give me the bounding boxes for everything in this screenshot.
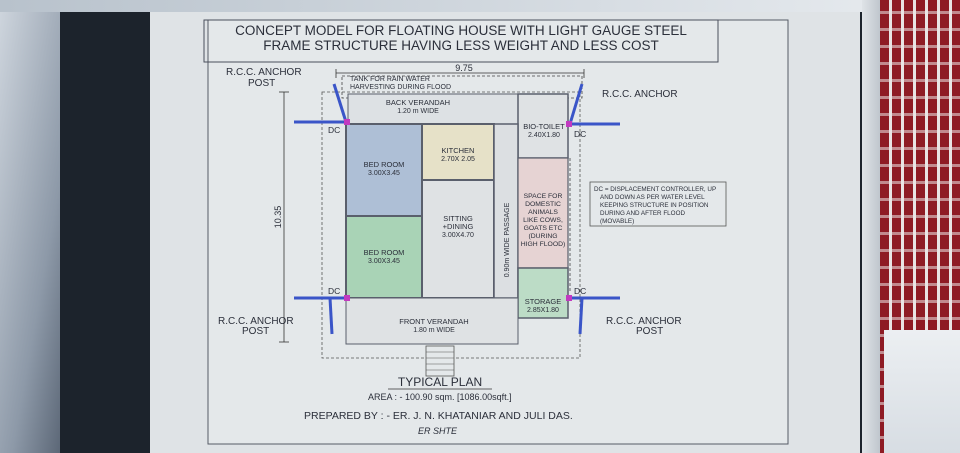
background-paper bbox=[884, 330, 960, 453]
dc-label-top-left: DC bbox=[328, 125, 340, 135]
dc-label-top-right: DC bbox=[574, 129, 586, 139]
signature: ER SHTE bbox=[418, 426, 458, 436]
back-verandah-size: 1.20 m WIDE bbox=[397, 108, 439, 115]
prepared-by: PREPARED BY : - ER. J. N. KHATANIAR AND … bbox=[304, 410, 573, 422]
passage bbox=[493, 123, 519, 299]
drawing-sheet: CONCEPT MODEL FOR FLOATING HOUSE WITH LI… bbox=[150, 12, 860, 453]
area-text: AREA : - 100.90 sqm. [1086.00sqft.] bbox=[368, 392, 512, 402]
sitting-dining bbox=[421, 179, 495, 299]
anchor-label-top-right: R.C.C. ANCHOR bbox=[602, 89, 678, 100]
front-verandah-size: 1.80 m WIDE bbox=[413, 327, 455, 334]
monitor-top-strip bbox=[0, 0, 900, 12]
dc-note-line-2: AND DOWN AS PER WATER LEVEL bbox=[600, 194, 705, 201]
storage-label: STORAGE bbox=[525, 297, 562, 306]
front-verandah bbox=[345, 297, 519, 345]
anchor-post-top-right bbox=[566, 83, 620, 127]
animals-line-2: DOMESTIC bbox=[525, 201, 561, 208]
sitting-label: SITTING bbox=[443, 214, 473, 223]
anchor-label-top-left-2: POST bbox=[248, 78, 275, 89]
dc-note-line-5: (MOVABLE) bbox=[600, 218, 634, 225]
animals-line-7: HIGH FLOOD) bbox=[521, 241, 566, 248]
dining-label: +DINING bbox=[443, 222, 474, 231]
anchor-label-bottom-right-1: R.C.C. ANCHOR bbox=[606, 316, 682, 327]
animals-line-3: ANIMALS bbox=[528, 209, 558, 216]
bedroom-1-size: 3.00X3.45 bbox=[368, 170, 400, 177]
anchor-post-bottom-left bbox=[294, 295, 350, 335]
bedroom-2 bbox=[345, 215, 423, 299]
plan-title: TYPICAL PLAN bbox=[398, 375, 482, 389]
title-line-2: FRAME STRUCTURE HAVING LESS WEIGHT AND L… bbox=[263, 38, 659, 53]
anchor-post-top-left bbox=[294, 83, 350, 125]
animals-line-6: (DURING bbox=[528, 233, 557, 240]
anchor-label-bottom-right-2: POST bbox=[636, 326, 663, 337]
animals-line-5: GOATS ETC bbox=[524, 225, 563, 232]
dc-note-line-4: DURING AND AFTER FLOOD bbox=[600, 210, 685, 217]
front-verandah-label: FRONT VERANDAH bbox=[399, 317, 468, 326]
kitchen-size: 2.70X 2.05 bbox=[441, 156, 475, 163]
dc-label-bottom-left: DC bbox=[328, 286, 340, 296]
animals-line-1: SPACE FOR bbox=[524, 193, 563, 200]
anchor-post-bottom-right bbox=[566, 295, 620, 335]
bedroom-2-size: 3.00X3.45 bbox=[368, 258, 400, 265]
bio-toilet-size: 2.40X1.80 bbox=[528, 132, 560, 139]
back-verandah-label: BACK VERANDAH bbox=[386, 98, 450, 107]
floor-plan-drawing: CONCEPT MODEL FOR FLOATING HOUSE WITH LI… bbox=[203, 19, 789, 445]
bedroom-1-label: BED ROOM bbox=[364, 160, 405, 169]
dc-label-bottom-right: DC bbox=[574, 286, 586, 296]
anchor-label-top-left-1: R.C.C. ANCHOR bbox=[226, 67, 302, 78]
tank-label-2: HARVESTING DURING FLOOD bbox=[350, 84, 451, 91]
dc-note-line-3: KEEPING STRUCTURE IN POSITION bbox=[600, 202, 709, 209]
sitting-size: 3.00X4.70 bbox=[442, 232, 474, 239]
animals-line-4: LIKE COWS, bbox=[523, 217, 563, 224]
storage bbox=[517, 267, 569, 319]
entrance-steps bbox=[425, 345, 455, 377]
dc-note-box bbox=[589, 181, 727, 227]
tank-label-1: TANK FOR RAIN WATER bbox=[350, 76, 430, 83]
kitchen-label: KITCHEN bbox=[442, 146, 475, 155]
width-dimension: 9.75 bbox=[455, 63, 473, 73]
storage-size: 2.85X1.80 bbox=[527, 307, 559, 314]
bio-toilet-label: BIO-TOILET bbox=[523, 122, 565, 131]
dc-note-line-1: DC = DISPLACEMENT CONTROLLER, UP bbox=[594, 186, 716, 193]
animal-space bbox=[517, 157, 569, 269]
passage-label: 0.90m WIDE PASSAGE bbox=[504, 202, 511, 277]
anchor-label-bottom-left-1: R.C.C. ANCHOR bbox=[218, 316, 294, 327]
anchor-label-bottom-left-2: POST bbox=[242, 326, 269, 337]
height-dimension: 10.35 bbox=[273, 206, 283, 229]
bedroom-2-label: BED ROOM bbox=[364, 248, 405, 257]
title-box bbox=[203, 19, 719, 63]
title-line-1: CONCEPT MODEL FOR FLOATING HOUSE WITH LI… bbox=[235, 23, 687, 38]
